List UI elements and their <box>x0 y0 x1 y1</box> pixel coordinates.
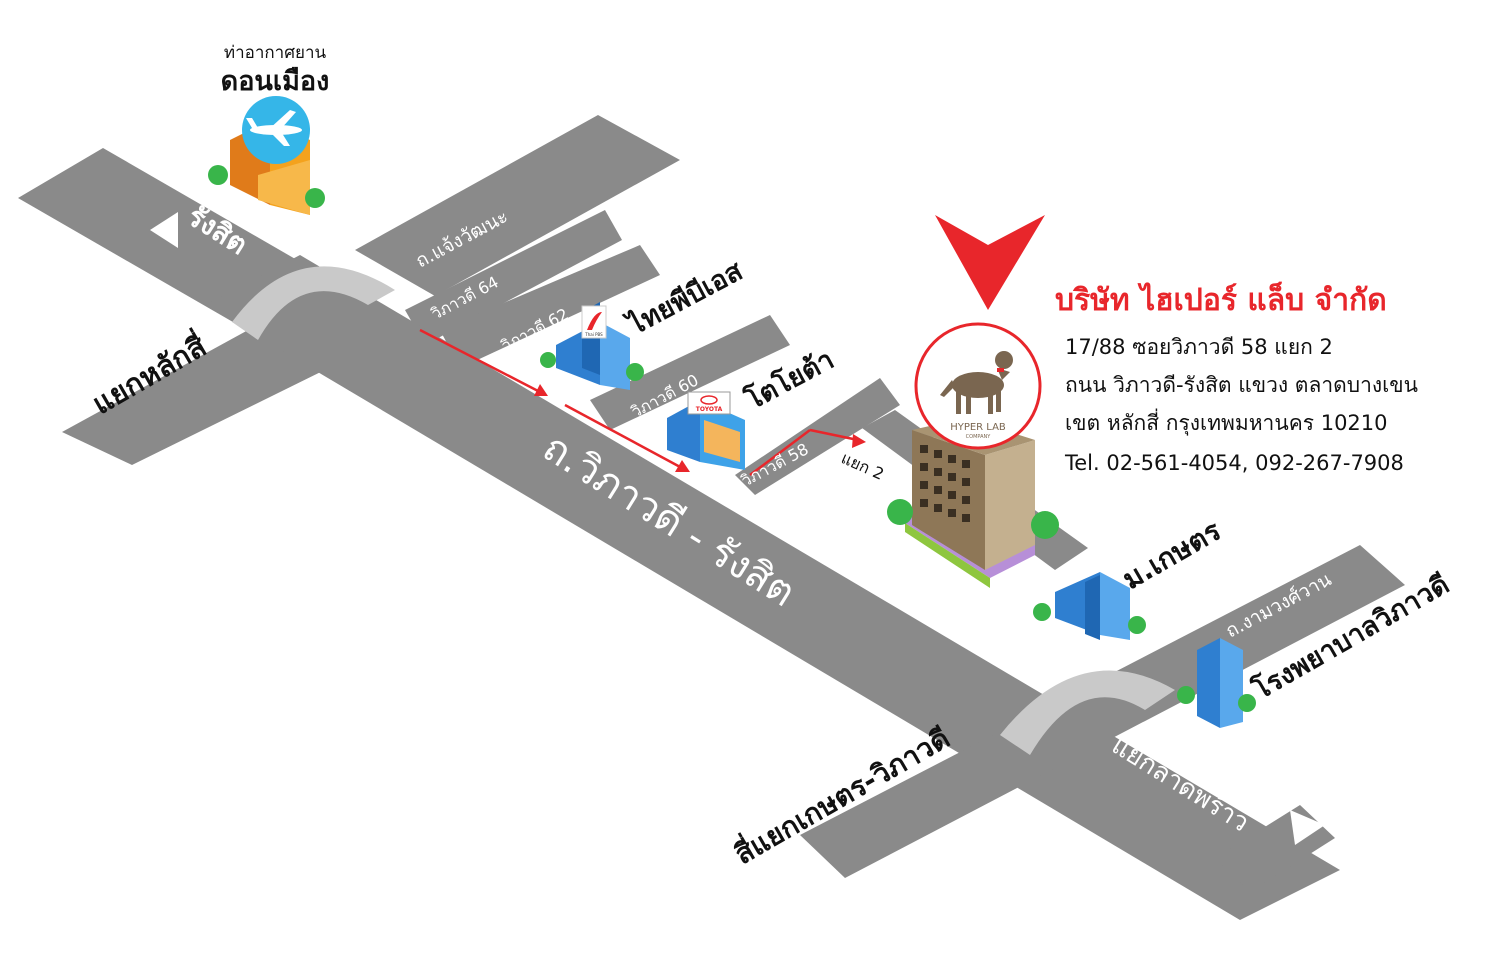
tree <box>887 499 913 525</box>
hospital-tower-left <box>1197 638 1220 728</box>
airport-label-line2: ดอนเมือง <box>221 66 330 97</box>
soi-vibhavadi-60 <box>590 315 790 430</box>
route-arrowhead-3 <box>852 434 866 448</box>
toyota-sign <box>687 391 731 415</box>
yaek-2-label: แยก 2 <box>838 448 887 484</box>
tree <box>305 188 325 208</box>
route-arrowhead-2 <box>675 460 690 472</box>
hospital-building <box>1177 638 1256 728</box>
route-path <box>419 328 866 476</box>
kaset-wing-right <box>1100 572 1130 640</box>
route-arrowhead-1 <box>534 384 548 396</box>
soi-vibhavadi-58 <box>735 378 900 495</box>
kasetsart-building <box>1033 572 1146 640</box>
rangsit-direction-arrow <box>150 212 178 248</box>
ngamwongwan-road <box>800 545 1405 878</box>
kasetsart-label: ม.เกษตร <box>1117 514 1226 596</box>
hyperlab-logo: HYPER LAB COMPANY <box>914 322 1042 450</box>
hospital-tower-right <box>1220 638 1243 728</box>
tree <box>1128 616 1146 634</box>
route-segment-4 <box>809 428 859 442</box>
toyota-showroom-left <box>667 400 700 462</box>
thaipbs-wing-right <box>600 322 630 390</box>
thaipbs-building: Thai PBS <box>540 302 644 390</box>
hyperlab-base-front <box>905 523 990 588</box>
company-info: บริษัท ไฮเปอร์ แล็บ จำกัด 17/88 ซอยวิภาว… <box>1055 281 1418 475</box>
kaset-tower <box>1085 575 1100 640</box>
company-phone: Tel. 02-561-4054, 092-267-7908 <box>1064 451 1404 475</box>
hyperlab-windows <box>920 445 970 522</box>
airport-building-front <box>258 160 310 215</box>
company-address-line1: 17/88 ซอยวิภาวดี 58 แยก 2 <box>1065 335 1333 359</box>
laksi-overpass <box>232 266 395 340</box>
overpasses <box>232 266 1175 755</box>
toyota-logo-icon <box>700 395 718 405</box>
company-address-line2: ถนน วิภาวดี-รังสิต แขวง ตลาดบางเขน <box>1065 373 1418 397</box>
company-address-line3: เขต หลักสี่ กรุงเทพมหานคร 10210 <box>1065 408 1388 436</box>
route-segment-1 <box>419 328 541 394</box>
tree <box>626 363 644 381</box>
tree <box>540 352 556 368</box>
toyota-building: TOYOTA <box>667 391 745 470</box>
soi-vibhavadi-62 <box>440 245 660 368</box>
thaipbs-logo-text: Thai PBS <box>584 332 603 337</box>
dog-collar <box>997 368 1004 372</box>
location-marker-icon <box>935 215 1045 310</box>
kaset-overpass <box>1000 670 1175 755</box>
toyota-showroom-glass <box>704 420 740 462</box>
logo-text: HYPER LAB <box>950 422 1006 433</box>
company-name: บริษัท ไฮเปอร์ แล็บ จำกัด <box>1055 281 1387 318</box>
route-segment-3 <box>749 429 811 476</box>
route-segment-2 <box>564 403 683 470</box>
airport-label-line1: ท่าอากาศยาน <box>224 43 327 63</box>
hyperlab-facade-right <box>985 440 1035 570</box>
soi-vibhavadi-64 <box>405 210 622 345</box>
laksi-road <box>62 318 345 465</box>
logo-subtext: COMPANY <box>966 434 992 440</box>
tree <box>1033 603 1051 621</box>
ladprao-direction-arrow <box>1290 810 1325 845</box>
toyota-sign-text: TOYOTA <box>696 406 723 413</box>
thaipbs-logo-icon <box>587 312 602 330</box>
tree <box>1177 686 1195 704</box>
airplane-icon <box>246 110 302 146</box>
tree <box>208 165 228 185</box>
tree <box>1031 511 1059 539</box>
road-network <box>18 115 1405 920</box>
chaengwattana-road-upper <box>355 115 680 296</box>
tree <box>1238 694 1256 712</box>
don-mueang-airport: ท่าอากาศยาน ดอนเมือง <box>208 43 329 215</box>
